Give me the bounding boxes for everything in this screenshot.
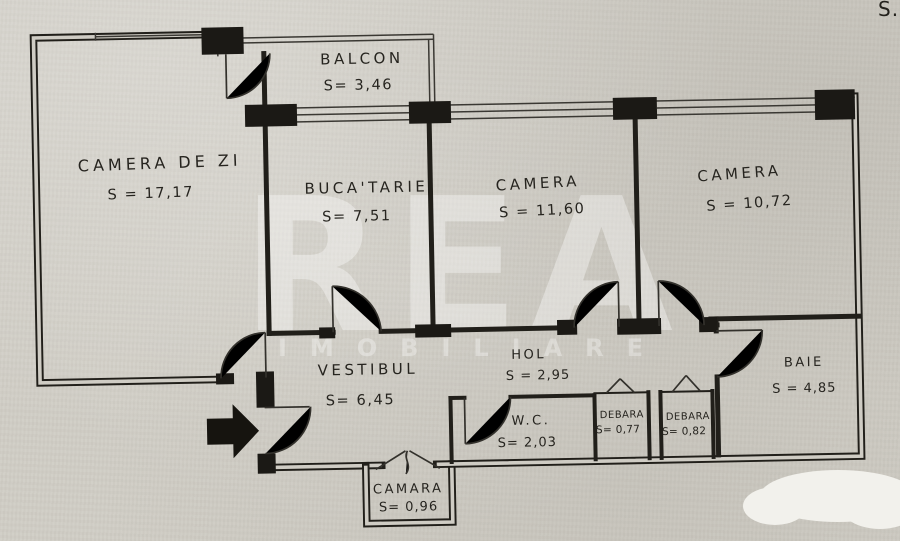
svg-text:CAMARA: CAMARA	[373, 481, 444, 497]
door-pantry	[375, 450, 441, 475]
svg-text:S = 11,60: S = 11,60	[499, 201, 586, 222]
room-label-hol: HOL S = 2,95	[506, 347, 571, 384]
door-closet-2	[671, 374, 702, 393]
balcony-railing	[216, 33, 436, 113]
svg-text:S= 0,77: S= 0,77	[596, 423, 641, 436]
svg-text:BAIE: BAIE	[784, 355, 824, 371]
svg-text:HOL: HOL	[511, 347, 546, 363]
room-label-debara-2: DEBARA S= 0,82	[662, 411, 710, 438]
door-kitchen	[331, 285, 383, 333]
room-label-camara: CAMARA S= 0,96	[373, 481, 444, 515]
room-label-baie: BAIE S = 4,85	[772, 355, 837, 397]
svg-text:S = 4,85: S = 4,85	[772, 381, 837, 397]
interior-walls	[261, 50, 862, 465]
agency-watermark: REA IMOBILIARE	[241, 158, 683, 374]
room-labels: BALCON S= 3,46 CAMERA DE ZI S = 17,17 BU…	[78, 49, 837, 516]
svg-text:S= 7,51: S= 7,51	[322, 208, 392, 225]
door-entrance	[264, 405, 312, 455]
svg-text:CAMERA: CAMERA	[495, 172, 580, 195]
svg-text:S = 10,72: S = 10,72	[706, 193, 793, 215]
north-facade-wall	[254, 96, 856, 124]
svg-text:W.C.: W.C.	[511, 413, 550, 429]
room-label-vestibul: VESTIBUL S= 6,45	[317, 360, 418, 410]
door-living-room	[220, 331, 267, 379]
svg-text:DEBARA: DEBARA	[600, 409, 644, 421]
svg-text:S = 17,17: S = 17,17	[107, 184, 194, 203]
svg-text:S= 3,46: S= 3,46	[324, 77, 394, 94]
svg-text:VESTIBUL: VESTIBUL	[317, 360, 418, 380]
door-closet-1	[605, 378, 635, 394]
wall-piers	[201, 26, 856, 474]
svg-text:S= 2,03: S= 2,03	[498, 435, 558, 451]
room-label-bucatarie: BUCA'TARIE S= 7,51	[304, 177, 428, 225]
room-label-wc: W.C. S= 2,03	[498, 413, 558, 451]
room-label-camera-2: CAMERA S = 10,72	[697, 161, 794, 215]
watermark-text-small: IMOBILIARE	[278, 334, 666, 362]
correction-patch	[743, 470, 900, 529]
svg-text:CAMERA: CAMERA	[697, 161, 782, 185]
entrance-arrow-icon	[206, 404, 260, 459]
door-balcony	[224, 53, 271, 100]
room-label-camera-de-zi: CAMERA DE ZI S = 17,17	[78, 151, 242, 204]
watermark-text-big: REA	[241, 158, 683, 374]
corner-note: S.	[878, 0, 899, 21]
svg-text:BALCON: BALCON	[320, 49, 404, 69]
svg-text:S= 0,96: S= 0,96	[379, 499, 439, 515]
room-label-camera-1: CAMERA S = 11,60	[495, 172, 586, 222]
door-bedroom-2	[657, 280, 705, 327]
door-wc	[463, 396, 512, 445]
svg-text:S= 6,45: S= 6,45	[326, 392, 396, 409]
room-label-debara-1: DEBARA S= 0,77	[596, 409, 644, 436]
svg-text:S = 2,95: S = 2,95	[506, 368, 571, 384]
svg-text:S= 0,82: S= 0,82	[662, 425, 707, 438]
svg-text:BUCA'TARIE: BUCA'TARIE	[304, 177, 428, 197]
svg-text:CAMERA DE ZI: CAMERA DE ZI	[78, 151, 242, 176]
room-label-balcon: BALCON S= 3,46	[320, 49, 404, 95]
door-bathroom	[716, 329, 764, 378]
door-bedroom-1	[573, 280, 620, 328]
svg-text:DEBARA: DEBARA	[666, 411, 710, 423]
